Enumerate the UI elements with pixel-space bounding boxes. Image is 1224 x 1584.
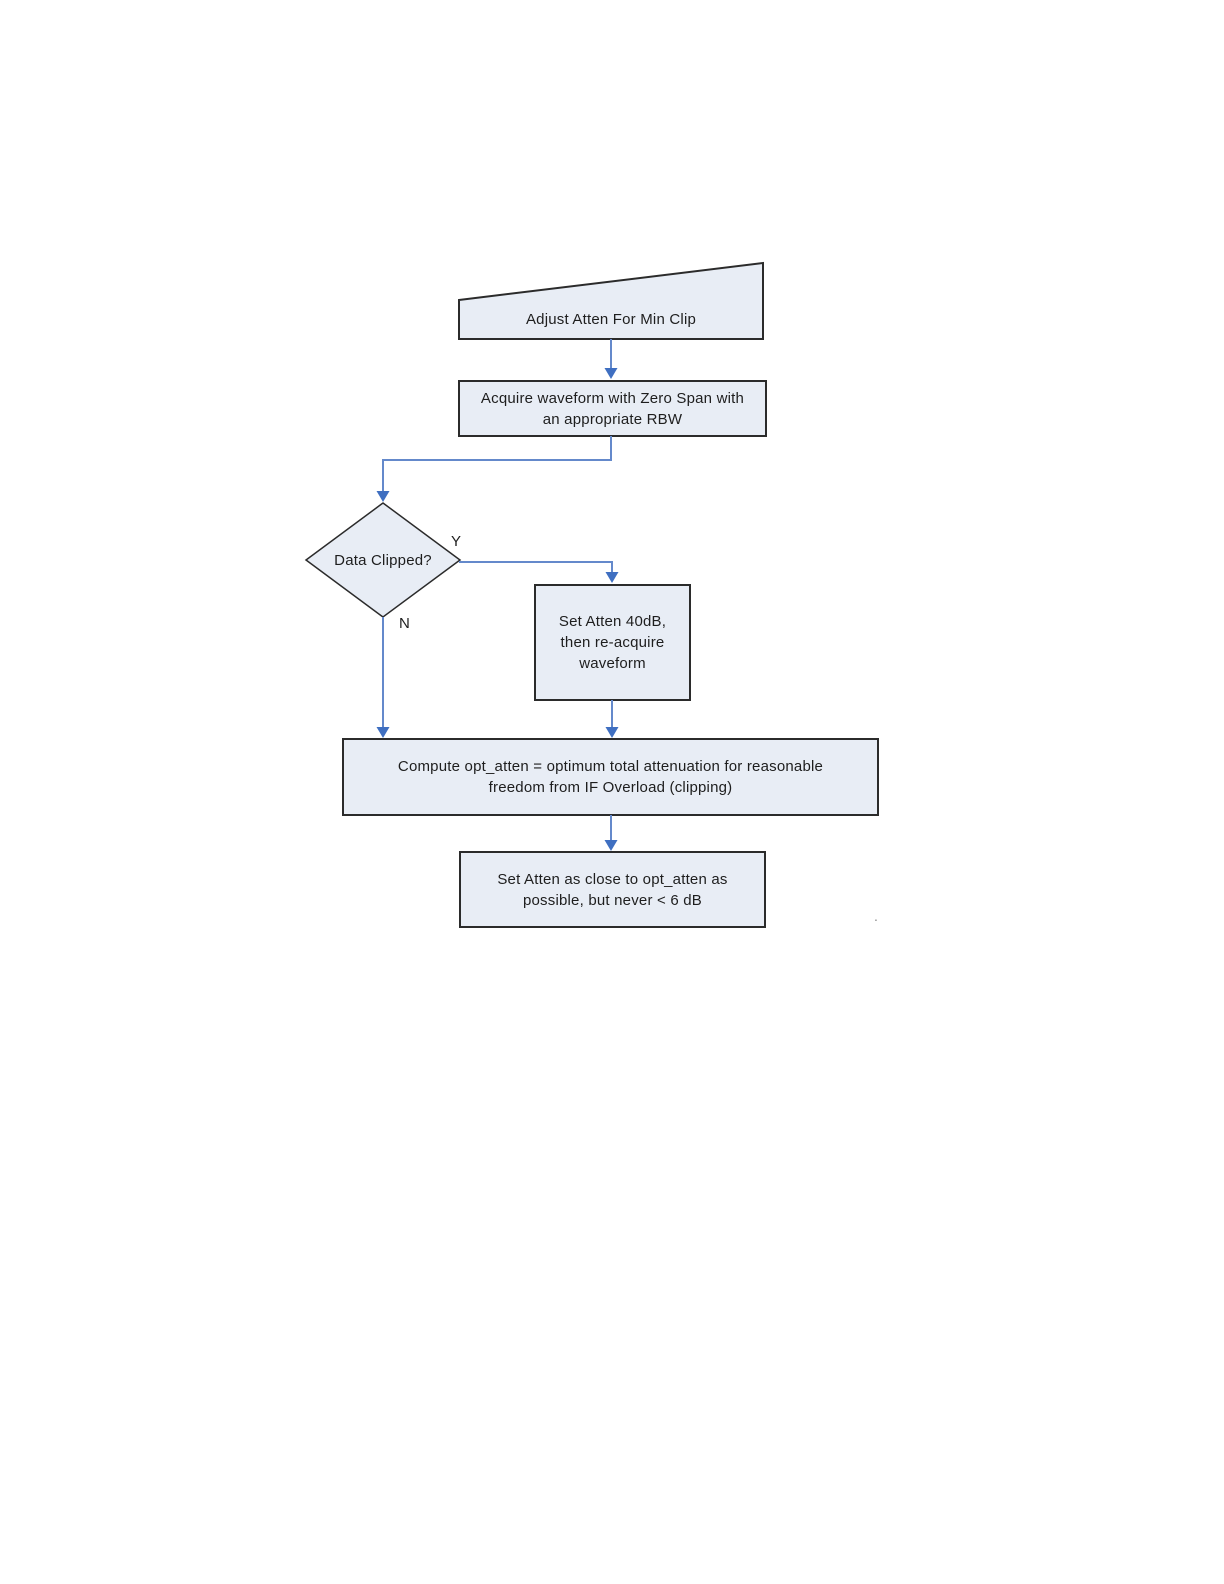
process-label-compute-opt-atten: Compute opt_atten = optimum total attenu… — [397, 758, 824, 796]
process-label-set-atten-40db: Set Atten 40dB, then re-acquire waveform — [558, 613, 667, 672]
arrowhead-set40-into-compute — [605, 727, 619, 738]
process-label-set-atten-final: Set Atten as close to opt_atten as possi… — [497, 870, 728, 909]
arrowhead-into-set40 — [605, 572, 619, 583]
process-label-acquire-waveform: Acquire waveform with Zero Span with an … — [480, 389, 745, 428]
arrowhead-into-final — [604, 840, 618, 851]
process-box-acquire-waveform — [458, 380, 767, 437]
decision-label-data-clipped: Data Clipped? — [334, 551, 432, 569]
manual-operation-shape-adjust-atten — [458, 261, 764, 340]
arrowhead-into-decision — [376, 491, 390, 502]
arrowhead-into-acquire — [604, 368, 618, 379]
connector-decision-yes-to-set40 — [459, 561, 613, 572]
manual-operation-label-adjust-atten: Adjust Atten For Min Clip — [525, 310, 697, 328]
process-box-compute-opt-atten — [342, 738, 879, 816]
process-box-set-atten-final — [459, 851, 766, 928]
branch-label-no: N — [399, 615, 410, 632]
arrowhead-no-into-compute — [376, 727, 390, 738]
connector-acquire-to-decision — [382, 436, 612, 491]
stray-dot-mark: . — [874, 908, 878, 924]
branch-label-yes: Y — [451, 533, 462, 550]
